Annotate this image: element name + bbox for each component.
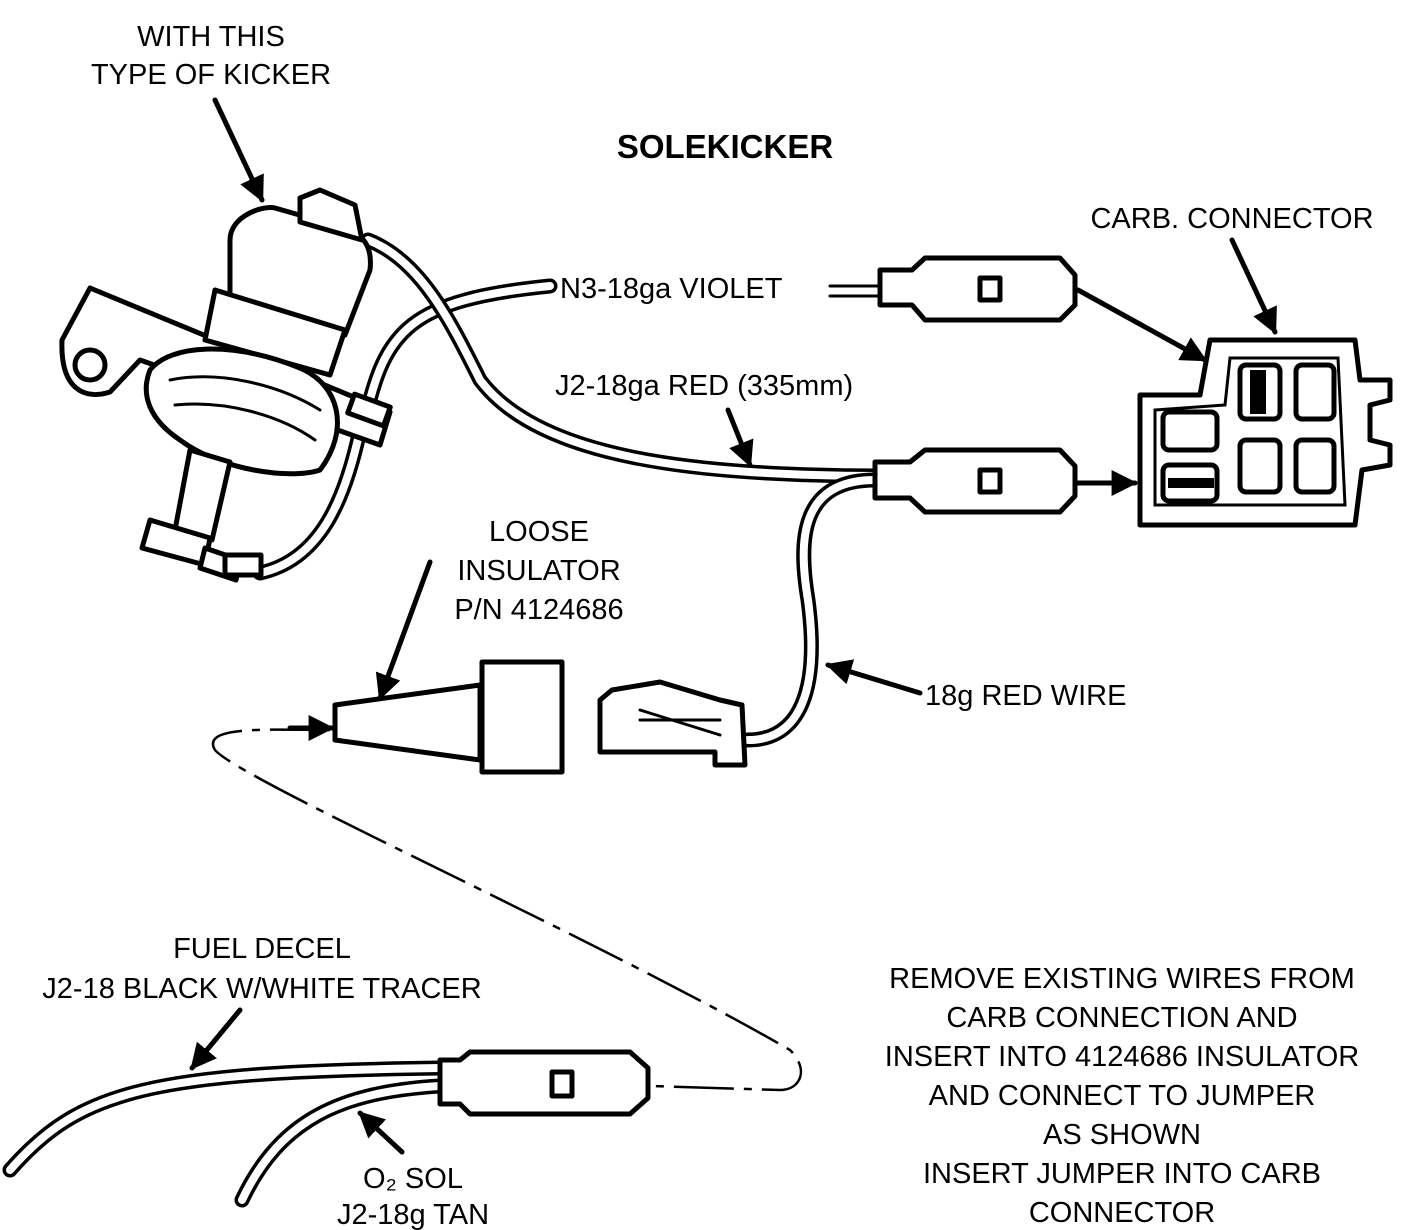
instructions-line3: INSERT INTO 4124686 INSULATOR [885, 1041, 1359, 1073]
instructions-line5: AS SHOWN [1043, 1119, 1201, 1151]
violet-wire-terminal [877, 255, 1078, 323]
instructions-line1: REMOVE EXISTING WIRES FROM [889, 963, 1355, 995]
dashed-connection [211, 728, 802, 1092]
fuel-decel-label-line1: FUEL DECEL [173, 933, 351, 965]
instructions-line4: AND CONNECT TO JUMPER [929, 1080, 1316, 1112]
loose-insulator-label-line3: P/N 4124686 [454, 594, 623, 626]
jumper-terminal [597, 679, 748, 768]
loose-insulator-label-line1: LOOSE [489, 516, 589, 548]
carb-connector [1137, 337, 1393, 528]
loose-insulator-label-line2: INSULATOR [457, 555, 620, 587]
o2-sol-label-line2: J2-18g TAN [337, 1199, 489, 1230]
o2-sol-label-line1: O₂ SOL [363, 1163, 463, 1195]
red-wire-terminal [872, 447, 1078, 515]
wires [2, 232, 883, 1208]
solekicker-body [59, 187, 393, 583]
arrow-carb-connector [1229, 237, 1278, 335]
kicker-type-label-line1: WITH THIS [137, 21, 285, 53]
instructions-line6: INSERT JUMPER INTO CARB [923, 1158, 1321, 1190]
arrow-violet-to-carb [1075, 287, 1208, 363]
kicker-plunger [172, 447, 233, 543]
pointer-arrows [189, 97, 1278, 1155]
arrow-o2-sol [357, 1110, 405, 1155]
kicker-diaphragm [143, 346, 340, 477]
diagram-title: SOLEKICKER [617, 128, 834, 165]
arrow-red-335 [725, 407, 754, 468]
instructions-line2: CARB CONNECTION AND [946, 1002, 1297, 1034]
kicker-type-label-line2: TYPE OF KICKER [91, 59, 331, 91]
arrow-18g-red [825, 659, 923, 696]
instructions-line7: CONNECTOR [1029, 1197, 1215, 1229]
arrow-fuel-decel [189, 1007, 243, 1071]
fuel-decel-terminal [437, 1049, 651, 1117]
carb-connector-label: CARB. CONNECTOR [1090, 203, 1373, 235]
red-wire-18g-label: 18g RED WIRE [925, 680, 1126, 712]
arrow-loose-insulator [375, 559, 433, 701]
violet-wire-label: N3-18ga VIOLET [560, 273, 783, 305]
loose-insulator [332, 659, 565, 775]
arrow-kicker [212, 97, 265, 203]
red-wire-335-label: J2-18ga RED (335mm) [555, 370, 853, 402]
fuel-decel-label-line2: J2-18 BLACK W/WHITE TRACER [42, 973, 481, 1005]
